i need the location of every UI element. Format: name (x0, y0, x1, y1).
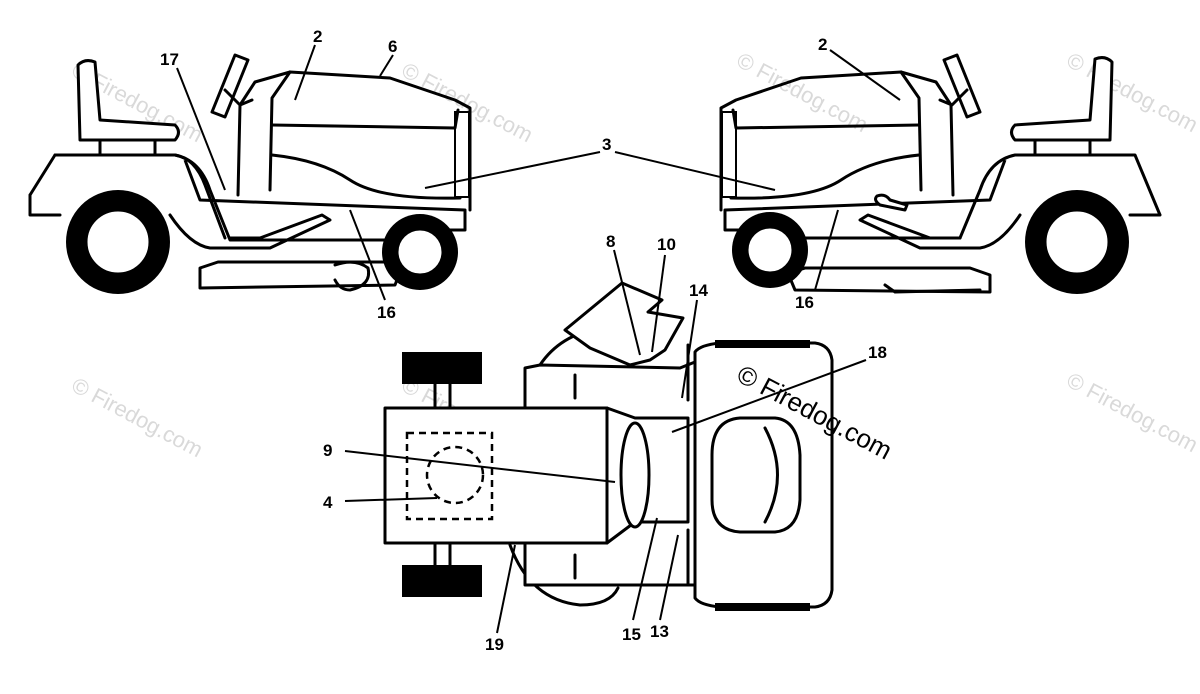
left-hood-outline (236, 70, 472, 212)
top-discharge-chute (563, 281, 685, 367)
right-footrest (858, 213, 1022, 250)
right-body-outline (723, 153, 1162, 240)
top-rear-tire-lower (715, 603, 810, 611)
callout-top-10: 10 (657, 235, 676, 254)
leader-3-right (614, 151, 776, 191)
leader-top-4 (344, 497, 438, 502)
leader-top-15 (632, 517, 658, 621)
top-hood (383, 406, 609, 545)
left-side-view-tractor (28, 53, 472, 294)
right-grille (721, 111, 737, 198)
watermark-text: © Firedog.com (398, 57, 537, 147)
leader-top-9 (344, 450, 616, 483)
callout-top-4: 4 (323, 493, 333, 512)
leader-top-18 (671, 359, 867, 433)
right-side-view-tractor (719, 53, 1162, 294)
right-steering-wheel (942, 53, 982, 119)
leader-left-6 (379, 54, 394, 77)
leader-lines (176, 44, 901, 634)
callout-labels: 2 6 17 3 16 2 16 8 10 14 18 9 4 15 13 19 (160, 27, 887, 654)
left-rear-fender-edge (28, 193, 62, 217)
left-dash-panel (268, 70, 292, 192)
top-view-tractor: © Firedog.com (383, 281, 897, 611)
callout-top-13: 13 (650, 622, 669, 641)
callout-3: 3 (602, 135, 611, 154)
callout-top-19-partial: 19 (485, 635, 504, 654)
callout-top-8: 8 (606, 232, 615, 251)
callout-left-6: 6 (388, 37, 397, 56)
leader-top-8 (613, 249, 641, 356)
callout-left-17: 17 (160, 50, 179, 69)
callout-right-2: 2 (818, 35, 827, 54)
top-dashed-circle (425, 445, 485, 505)
left-fender-top (53, 153, 227, 240)
callout-top-9: 9 (323, 441, 332, 460)
top-rear-tire-upper (715, 340, 810, 348)
left-side-panel-curve (270, 153, 462, 200)
leader-3-left (424, 151, 601, 189)
callout-top-14: 14 (689, 281, 708, 300)
left-seat-base (98, 138, 157, 157)
right-front-wheel-hub (745, 225, 795, 275)
right-seat (1010, 56, 1114, 142)
right-deck-edge (883, 283, 982, 294)
callout-top-18: 18 (868, 343, 887, 362)
leader-left-17 (176, 67, 226, 191)
leader-top-14 (681, 299, 698, 399)
top-steering-wheel (619, 421, 651, 529)
callout-top-15: 15 (622, 625, 641, 644)
right-dash-panel (899, 70, 923, 192)
leader-top-10 (651, 254, 666, 353)
leader-right-2 (829, 49, 901, 101)
right-side-panel-curve (729, 153, 921, 200)
left-steering-wheel (210, 53, 250, 119)
top-seat-backrest (763, 426, 779, 524)
right-seat-base (1033, 138, 1092, 157)
watermark-text: © Firedog.com (1063, 367, 1200, 457)
top-front-wheel-upper (402, 352, 482, 384)
right-lift-lever (874, 193, 909, 212)
leader-left-16 (349, 209, 386, 301)
left-front-wheel-hub (395, 227, 445, 277)
top-seat (710, 416, 802, 534)
left-grille (454, 111, 470, 198)
left-seat (76, 59, 180, 142)
left-discharge-chute (333, 260, 371, 292)
callout-left-2: 2 (313, 27, 322, 46)
right-hood-outline (719, 70, 955, 212)
left-hood-line (270, 108, 460, 130)
leader-top-19 (496, 544, 516, 634)
top-dashed-square (405, 431, 494, 521)
right-rear-wheel-hub (1043, 208, 1111, 276)
left-footrest (168, 213, 332, 250)
watermark-text: © Firedog.com (68, 372, 207, 462)
watermark-text: © Firedog.com (733, 47, 872, 137)
leader-right-16 (814, 209, 839, 291)
callout-right-16: 16 (795, 293, 814, 312)
top-deck-lower-curve (508, 543, 620, 607)
left-rear-wheel-hub (84, 208, 152, 276)
leader-top-13 (659, 534, 679, 621)
top-front-wheel-lower (402, 565, 482, 597)
callout-left-16: 16 (377, 303, 396, 322)
leader-left-2 (294, 44, 316, 101)
